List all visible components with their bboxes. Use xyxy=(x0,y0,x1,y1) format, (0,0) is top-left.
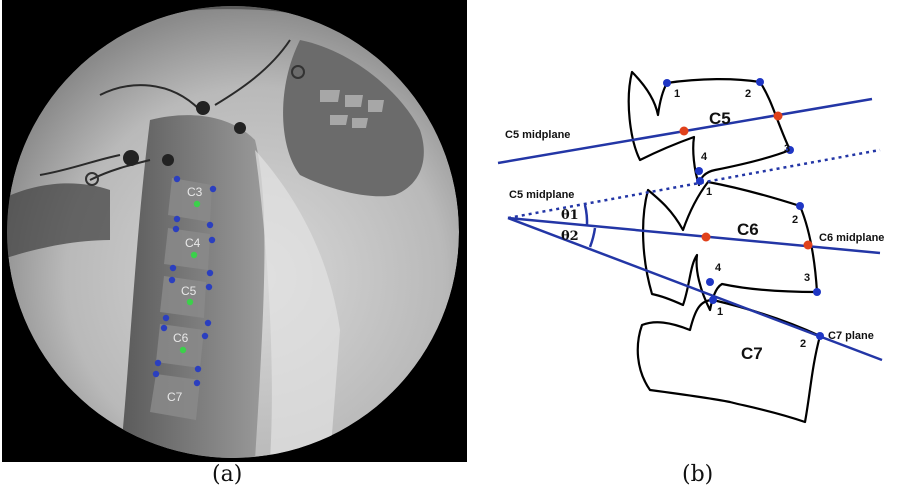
diagram-panel: 1 2 3 4 1 2 3 4 1 2 C5 C6 C7 C5 midplane… xyxy=(470,0,901,501)
diagram-label-c5: C5 xyxy=(709,109,731,128)
diagram-label-c7: C7 xyxy=(741,344,763,363)
electrode xyxy=(196,101,210,115)
svg-text:3: 3 xyxy=(784,143,790,155)
label-c4: C4 xyxy=(185,236,201,250)
c5-outline xyxy=(629,72,790,185)
svg-text:2: 2 xyxy=(792,214,798,226)
label-theta2: θ2 xyxy=(561,229,579,244)
svg-text:1: 1 xyxy=(674,88,680,100)
fluoroscopy-image: C3 C4 C5 C6 C7 xyxy=(0,0,470,501)
vertebra-diagram: 1 2 3 4 1 2 3 4 1 2 C5 C6 C7 C5 midplane… xyxy=(470,0,901,501)
svg-text:3: 3 xyxy=(804,272,810,284)
theta1-arc xyxy=(585,205,587,226)
svg-text:2: 2 xyxy=(800,338,806,350)
svg-text:1: 1 xyxy=(717,306,723,318)
electrode xyxy=(162,154,174,166)
svg-text:1: 1 xyxy=(706,186,712,198)
label-c5-midplane-dotted: C5 midplane xyxy=(509,189,574,201)
c7-outline xyxy=(638,300,820,422)
label-c3: C3 xyxy=(187,185,203,199)
fluoroscopy-panel: C3 C4 C5 C6 C7 xyxy=(0,0,470,501)
corner-numbers: 1 2 3 4 1 2 3 4 1 2 xyxy=(674,88,810,350)
label-c6-midplane: C6 midplane xyxy=(819,232,884,244)
electrode xyxy=(123,150,139,166)
label-c5: C5 xyxy=(181,284,197,298)
theta2-arc xyxy=(590,228,595,247)
diagram-label-c6: C6 xyxy=(737,220,759,239)
label-c7-plane: C7 plane xyxy=(828,330,874,342)
svg-text:4: 4 xyxy=(715,262,722,274)
corner-points-diagram xyxy=(663,78,824,340)
label-c5-midplane: C5 midplane xyxy=(505,129,570,141)
label-theta1: θ1 xyxy=(561,208,579,223)
caption-a: (a) xyxy=(212,462,242,487)
svg-text:4: 4 xyxy=(701,151,708,163)
label-c7: C7 xyxy=(167,390,183,404)
electrode xyxy=(234,122,246,134)
svg-text:2: 2 xyxy=(745,88,751,100)
caption-b: (b) xyxy=(682,462,713,487)
c6-outline xyxy=(643,182,817,310)
label-c6: C6 xyxy=(173,331,189,345)
